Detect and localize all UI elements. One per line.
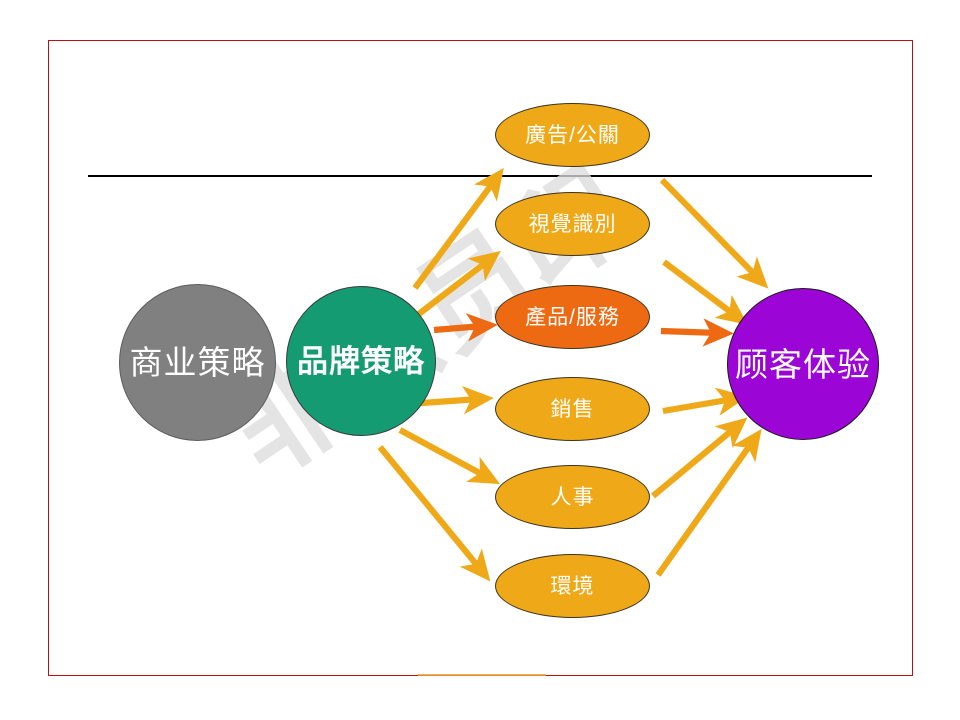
node-customer-experience-label: 顾客体验: [735, 345, 871, 383]
node-human-resources-label: 人事: [550, 485, 595, 509]
frame-bottom-accent: [418, 674, 546, 676]
node-environment-label: 環境: [550, 574, 595, 598]
node-advertising-pr[interactable]: 廣告/公關: [495, 103, 650, 167]
node-visual-identity-label: 視覺識別: [528, 212, 617, 236]
arrows-middle-to-experience: [651, 177, 769, 577]
arrow-hr-to-experience: [651, 417, 748, 499]
node-product-service[interactable]: 產品/服務: [495, 285, 650, 349]
arrow-visual-identity-to-experience: [662, 259, 748, 325]
arrow-brand-to-hr: [398, 427, 501, 485]
node-advertising-pr-label: 廣告/公關: [525, 123, 620, 147]
node-business-strategy-label: 商业策略: [129, 344, 266, 381]
arrow-advertising-to-experience: [659, 177, 769, 289]
node-brand-strategy[interactable]: 品牌策略: [286, 286, 436, 436]
node-human-resources[interactable]: 人事: [495, 465, 650, 529]
arrow-brand-to-environment: [377, 445, 491, 582]
node-business-strategy[interactable]: 商业策略: [119, 284, 276, 441]
arrow-brand-to-advertising: [412, 168, 504, 290]
node-sales[interactable]: 銷售: [495, 377, 650, 441]
node-sales-label: 銷售: [550, 397, 595, 421]
arrow-environment-to-experience: [655, 428, 762, 577]
node-visual-identity[interactable]: 視覺識別: [495, 192, 650, 256]
node-environment[interactable]: 環境: [495, 554, 650, 618]
node-product-service-label: 產品/服務: [525, 305, 620, 329]
arrow-product-service-to-experience: [660, 318, 734, 347]
node-brand-strategy-label: 品牌策略: [297, 343, 425, 379]
arrow-brand-to-product-service: [433, 313, 498, 342]
node-customer-experience[interactable]: 顾客体验: [727, 288, 879, 440]
arrow-sales-to-experience: [662, 387, 748, 416]
